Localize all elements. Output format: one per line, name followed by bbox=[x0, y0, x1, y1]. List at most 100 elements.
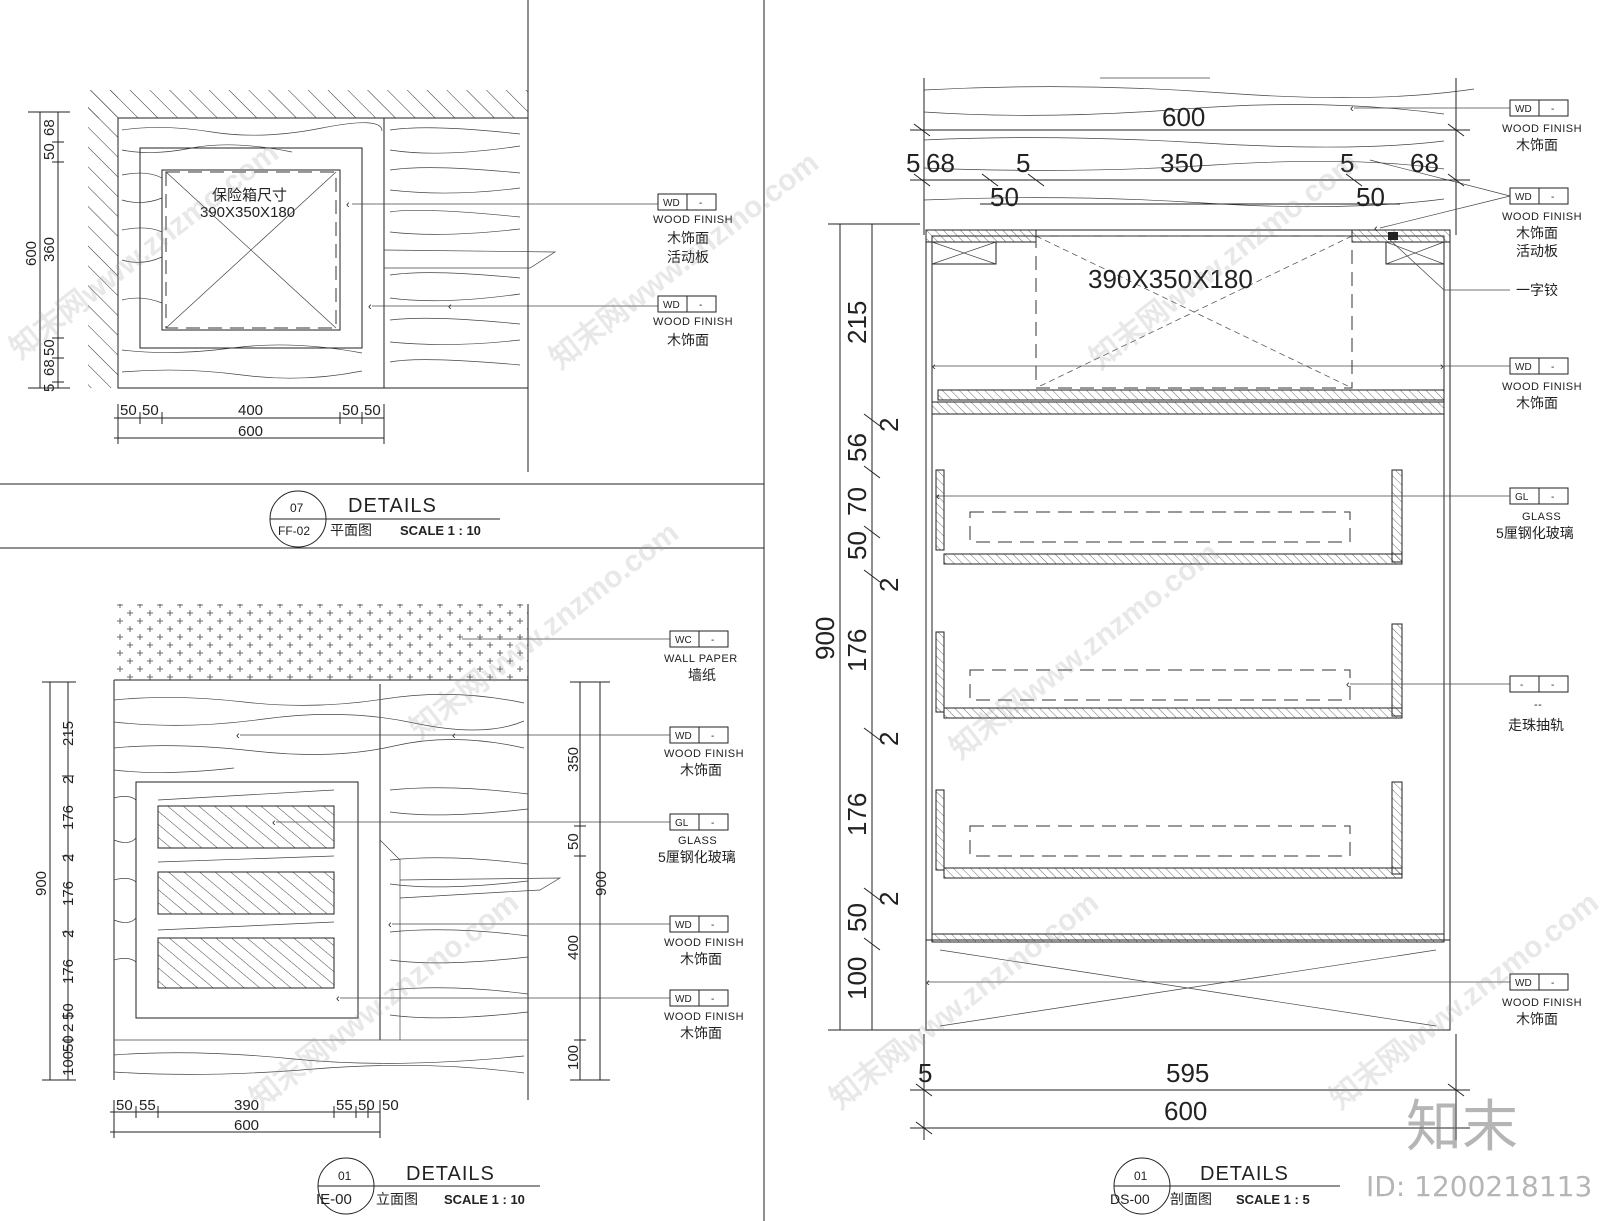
elevation-dim-left-11: 100 bbox=[60, 1051, 77, 1076]
section-tag-6-dash: - bbox=[1551, 680, 1554, 691]
elevation-dim-right-4: 100 bbox=[565, 1045, 582, 1070]
plan-tag-1-cn: 木饰面 bbox=[667, 230, 709, 246]
plan-title-ref: FF-02 bbox=[278, 524, 310, 538]
section-drawer-2 bbox=[935, 623, 1403, 719]
plan-dim-bottom-3: 400 bbox=[238, 402, 263, 419]
elevation-tag-1: WC - WALL PAPER 墙纸 bbox=[664, 630, 737, 683]
elevation-dim-bottom-6: 50 bbox=[382, 1097, 399, 1114]
svg-text:›: › bbox=[1440, 361, 1444, 373]
section-top-grain bbox=[923, 77, 1475, 208]
elevation-dim-right-3: 400 bbox=[565, 935, 582, 960]
section-title-ref: DS-00 bbox=[1110, 1191, 1150, 1207]
section-tag-2: WD - WOOD FINISH 木饰面 活动板 bbox=[1502, 187, 1582, 259]
elevation-tag-1-cn: 墙纸 bbox=[688, 667, 716, 683]
watermark-text-4: 知末网www.znzmo.com bbox=[944, 536, 1225, 766]
section-title-details: DETAILS bbox=[1200, 1163, 1289, 1185]
section-view: 390X350X180 ‹ ‹ ‹› ‹ bbox=[810, 77, 1582, 1215]
watermark-id: ID: 1200218113 bbox=[1366, 1170, 1592, 1203]
elevation-dims-right: 350 50 400 100 900 bbox=[565, 681, 610, 1081]
section-dim-top-5: 5 bbox=[1340, 148, 1354, 178]
wallpaper-pattern bbox=[114, 604, 528, 680]
elevation-dim-right-total: 900 bbox=[593, 871, 610, 896]
section-dim-top2-2: 50 bbox=[1356, 182, 1385, 212]
elevation-title-block: 01 IE-00 DETAILS 立面图 SCALE 1 : 10 bbox=[316, 1157, 540, 1215]
section-tag-5-dash: - bbox=[1551, 492, 1554, 503]
plan-tag-2-cn: 木饰面 bbox=[667, 332, 709, 348]
plan-safe-label: 保险箱尺寸 bbox=[212, 187, 287, 204]
section-dim-bottom-total: 600 bbox=[1164, 1096, 1207, 1126]
plan-title-num: 07 bbox=[290, 501, 304, 515]
section-tag-4-cn: 木饰面 bbox=[1516, 395, 1558, 411]
svg-text:‹: ‹ bbox=[346, 199, 350, 211]
section-title-name: 剖面图 bbox=[1170, 1191, 1212, 1207]
section-dim-left-9: 176 bbox=[842, 793, 872, 836]
elevation-title-name: 立面图 bbox=[376, 1191, 418, 1207]
section-dim-left-3: 56 bbox=[842, 433, 872, 462]
section-tag-7: WD - WOOD FINISH 木饰面 bbox=[1502, 973, 1582, 1027]
section-dim-left-5: 50 bbox=[842, 531, 872, 560]
section-tag-2-cn2: 活动板 bbox=[1516, 243, 1558, 259]
elevation-tag-5: WD - WOOD FINISH 木饰面 bbox=[664, 989, 744, 1041]
elevation-tag-2-code: WD bbox=[675, 731, 692, 742]
svg-text:‹: ‹ bbox=[1374, 223, 1378, 235]
section-dim-top-1: 5 bbox=[906, 148, 920, 178]
elevation-title-ref: IE-00 bbox=[316, 1191, 352, 1208]
elevation-title-scale: SCALE 1 : 10 bbox=[444, 1192, 525, 1207]
plan-title-block: 07 FF-02 DETAILS 平面图 SCALE 1 : 10 bbox=[269, 490, 500, 548]
plan-dim-left-6: 5 bbox=[41, 384, 58, 392]
section-tag-1-cn: 木饰面 bbox=[1516, 137, 1558, 153]
wall-hatch-top bbox=[88, 90, 528, 118]
section-tag-2-sub: WOOD FINISH bbox=[1502, 211, 1582, 223]
plan-tag-1-cn2: 活动板 bbox=[667, 249, 709, 265]
elevation-tag-2-sub: WOOD FINISH bbox=[664, 748, 744, 760]
svg-text:‹: ‹ bbox=[272, 817, 276, 829]
elevation-drawer-1 bbox=[157, 805, 335, 849]
plan-title-name: 平面图 bbox=[330, 522, 372, 538]
section-dim-top-total: 600 bbox=[1162, 102, 1205, 132]
section-dim-left-12: 100 bbox=[842, 957, 872, 1000]
section-dim-top2-1: 50 bbox=[990, 182, 1019, 212]
section-dim-bottom-2: 595 bbox=[1166, 1058, 1209, 1088]
elevation-wood-grain bbox=[113, 693, 529, 1075]
section-tag-2-cn: 木饰面 bbox=[1516, 225, 1558, 241]
elevation-drawer-3 bbox=[157, 937, 335, 989]
section-safe-size: 390X350X180 bbox=[1088, 264, 1253, 294]
elevation-dim-bottom-total: 600 bbox=[234, 1117, 259, 1134]
section-dim-left-8: 2 bbox=[874, 732, 904, 746]
section-tag-3: 一字铰 bbox=[1516, 282, 1558, 298]
section-tag-2-code: WD bbox=[1515, 192, 1532, 203]
section-dims-top: 600 5 68 5 350 5 68 50 50 bbox=[906, 102, 1470, 212]
elevation-tag-5-dash: - bbox=[711, 994, 714, 1005]
plan-tag-2-code: WD bbox=[663, 300, 680, 311]
section-tag-4-code: WD bbox=[1515, 362, 1532, 373]
elevation-tag-2: WD - WOOD FINISH 木饰面 bbox=[664, 726, 744, 778]
elevation-dim-left-3: 176 bbox=[60, 805, 77, 830]
section-tag-5-code: GL bbox=[1515, 492, 1529, 503]
watermark-brand: 知末 bbox=[1406, 1095, 1518, 1160]
plan-dim-bottom-2: 50 bbox=[142, 402, 159, 419]
plan-tag-1-sub: WOOD FINISH bbox=[653, 214, 733, 226]
plan-dim-bottom-4: 50 bbox=[342, 402, 359, 419]
section-dim-left-total: 900 bbox=[810, 617, 840, 660]
section-tag-1: WD - WOOD FINISH 木饰面 bbox=[1502, 99, 1582, 153]
section-dim-left-6: 2 bbox=[874, 578, 904, 592]
elevation-tag-4: WD - WOOD FINISH 木饰面 bbox=[664, 915, 744, 967]
sheet-frame bbox=[0, 0, 765, 1221]
section-dim-top-2: 68 bbox=[926, 148, 955, 178]
svg-text:‹: ‹ bbox=[932, 361, 936, 373]
section-tag-4-dash: - bbox=[1551, 362, 1554, 373]
section-tag-3-cn: 一字铰 bbox=[1516, 282, 1558, 298]
elevation-tag-3-code: GL bbox=[675, 818, 689, 829]
section-drawer-3 bbox=[935, 781, 1403, 879]
elevation-tag-4-cn: 木饰面 bbox=[680, 951, 722, 967]
plan-tag-1: WD - WOOD FINISH 木饰面 活动板 bbox=[653, 193, 733, 265]
svg-text:‹: ‹ bbox=[448, 301, 452, 313]
elevation-tag-2-dash: - bbox=[711, 731, 714, 742]
plan-dim-left-1: 68 bbox=[41, 119, 58, 136]
elevation-dim-left-10: 50 bbox=[60, 1035, 77, 1052]
plan-dim-bottom-1: 50 bbox=[120, 402, 137, 419]
elevation-dim-bottom-3: 390 bbox=[234, 1097, 259, 1114]
elevation-dim-left-1: 215 bbox=[60, 721, 77, 746]
elevation-dims-left: 215 2 176 2 176 2 176 50 2 50 100 900 bbox=[33, 681, 77, 1081]
